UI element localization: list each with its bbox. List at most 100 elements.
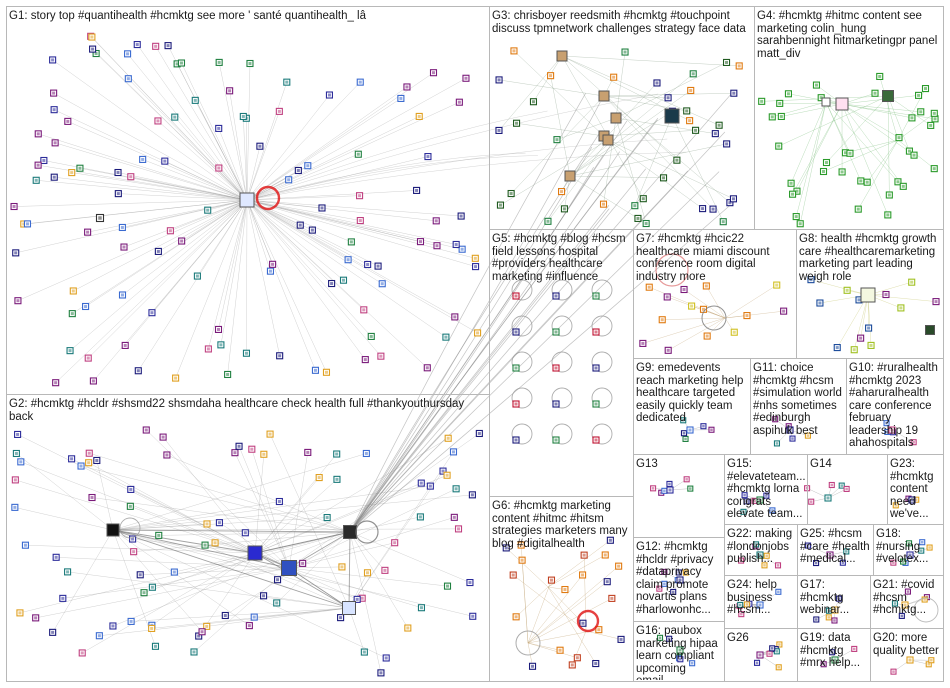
node-fill [721, 220, 725, 224]
self-loop-icon [355, 520, 379, 544]
edge [349, 93, 586, 533]
edge [73, 199, 248, 292]
edge [246, 199, 301, 226]
node-fill [54, 555, 58, 559]
node-fill [129, 619, 133, 623]
edge [246, 199, 364, 311]
self-loop-icon [551, 315, 573, 337]
node-fill [51, 58, 55, 62]
edge [642, 317, 726, 344]
node-fill [497, 78, 501, 82]
node-fill [933, 117, 937, 121]
node-fill [365, 571, 369, 575]
node-fill [822, 169, 826, 173]
node-fill [206, 208, 210, 212]
node-fill [116, 171, 120, 175]
edge [879, 76, 899, 141]
node-fill [154, 44, 158, 48]
node-fill [786, 92, 790, 96]
edge [246, 199, 476, 267]
node-fill [95, 458, 99, 462]
node-fill [908, 658, 912, 662]
avatar-node-icon [925, 325, 935, 335]
node-fill [549, 74, 553, 78]
edge [547, 554, 606, 588]
node-fill [271, 262, 275, 266]
edge [246, 199, 352, 243]
node-fill [910, 498, 914, 502]
edge [841, 103, 889, 216]
node-fill [90, 35, 94, 39]
node-fill [278, 354, 282, 358]
edge [96, 460, 114, 531]
node-fill [509, 192, 513, 196]
node-fill [682, 288, 686, 292]
edge [246, 199, 349, 260]
group-label-g7: G7: #hcmktg #hcic22 healthcare miami dis… [636, 233, 770, 283]
edge [229, 90, 248, 201]
node-fill [287, 178, 291, 182]
edge [498, 55, 563, 131]
edge [246, 138, 668, 201]
node-fill [446, 436, 450, 440]
node-fill [908, 553, 912, 557]
edge [841, 103, 921, 113]
node-fill [688, 119, 692, 123]
group-label-g9: G9: emedevents reach marketing help heal… [636, 362, 744, 424]
node-fill [476, 331, 480, 335]
node-fill [262, 594, 266, 598]
node-fill [910, 280, 914, 284]
node-fill [298, 223, 302, 227]
avatar-node-icon [664, 108, 680, 124]
edge [547, 586, 596, 664]
edge [170, 199, 248, 231]
node-fill [711, 207, 715, 211]
node-fill [180, 239, 184, 243]
edge [35, 567, 290, 619]
node-fill [924, 87, 928, 91]
edge [19, 531, 351, 614]
node-fill [856, 207, 860, 211]
node-fill [773, 418, 777, 421]
node-fill [14, 251, 18, 255]
edge [174, 116, 248, 201]
node-fill [217, 126, 221, 130]
node-fill [763, 564, 766, 567]
node-fill [894, 504, 898, 507]
node-fill [156, 119, 160, 123]
node-fill [859, 179, 863, 183]
edge [93, 199, 248, 382]
node-fill [129, 175, 133, 179]
edge [790, 101, 827, 184]
edge [866, 139, 899, 183]
node-fill [690, 304, 694, 308]
edge [569, 175, 664, 179]
node-fill [738, 603, 742, 607]
node-fill [132, 550, 136, 554]
edge [561, 55, 740, 67]
node-fill [474, 265, 478, 269]
node-fill [53, 141, 57, 145]
edge [807, 545, 831, 556]
node-fill [306, 450, 310, 454]
edge [841, 103, 904, 187]
edge [118, 193, 248, 201]
edge [349, 208, 610, 533]
edge [55, 142, 248, 201]
edge [130, 489, 290, 569]
edge [254, 475, 448, 554]
group-label-g3: G3: chrisboyer reedsmith #hcmktg #touchp… [492, 10, 746, 35]
edge [127, 53, 248, 201]
node-fill [932, 167, 936, 171]
node-fill [886, 430, 889, 434]
node-fill [363, 358, 367, 362]
edge [349, 531, 471, 583]
node-fill [575, 656, 579, 660]
node-fill [52, 175, 56, 179]
node-fill [837, 597, 841, 600]
node-fill [667, 637, 671, 641]
edge [246, 94, 330, 201]
edge [668, 317, 726, 351]
edge-layer [14, 36, 937, 673]
edge [54, 109, 248, 201]
